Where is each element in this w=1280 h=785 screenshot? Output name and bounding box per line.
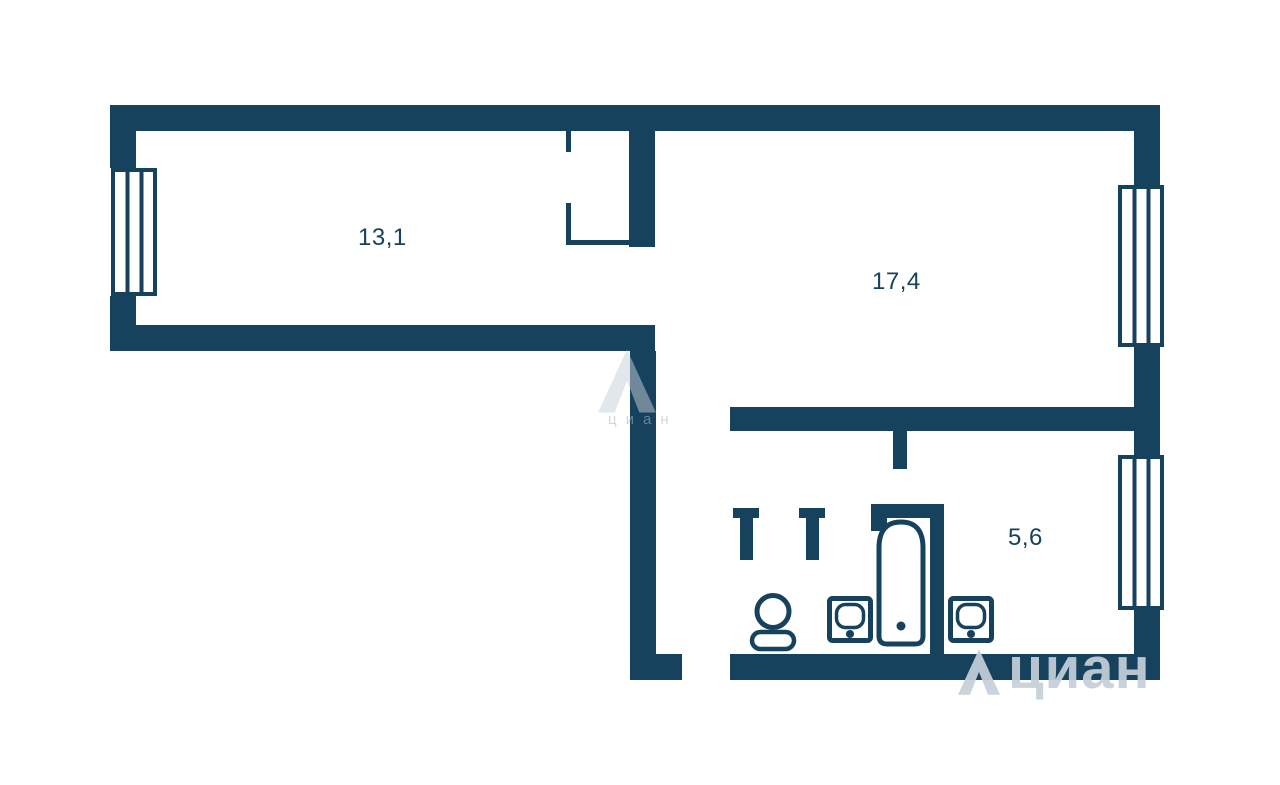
bathroom-sink-icon [827, 596, 873, 643]
wall-right-mid [1134, 345, 1160, 457]
bathtub-icon [876, 519, 926, 647]
watermark-brand-text: циан [1008, 636, 1151, 701]
window-left-icon [111, 168, 157, 296]
wall-right-upper [1134, 105, 1160, 187]
wall-hall-foot [654, 654, 682, 680]
watermark-logo-faint-icon [598, 349, 656, 413]
toilet-icon [749, 593, 797, 652]
watermark-logo-icon [958, 649, 1000, 695]
kitchen-sink-icon [948, 596, 994, 643]
bathtub-top-step [871, 504, 887, 531]
watermark-text-small: циан [608, 411, 678, 428]
wall-bottom [730, 654, 1160, 680]
wall-room2-bottom [730, 407, 1160, 431]
window-right-upper-icon [1118, 185, 1164, 347]
room-area-label-5-6: 5,6 [1008, 524, 1043, 551]
wall-right-lower [1134, 608, 1160, 680]
room-area-label-13-1: 13,1 [358, 224, 407, 251]
kitchen-door-stub [893, 431, 907, 469]
wall-left-upper [110, 105, 136, 168]
window-right-lower-icon [1118, 455, 1164, 610]
room-area-label-17-4: 17,4 [872, 268, 921, 295]
door-jamb-tick [566, 131, 571, 152]
wall-room1-bottom [110, 325, 655, 351]
door-jamb-vertical [566, 203, 571, 245]
kitchen-left-wall [930, 504, 944, 655]
wall-center-partition [629, 105, 655, 247]
wc-jamb-right [806, 508, 819, 560]
door-jamb-horizontal [566, 240, 629, 245]
wc-jamb-left [740, 508, 753, 560]
